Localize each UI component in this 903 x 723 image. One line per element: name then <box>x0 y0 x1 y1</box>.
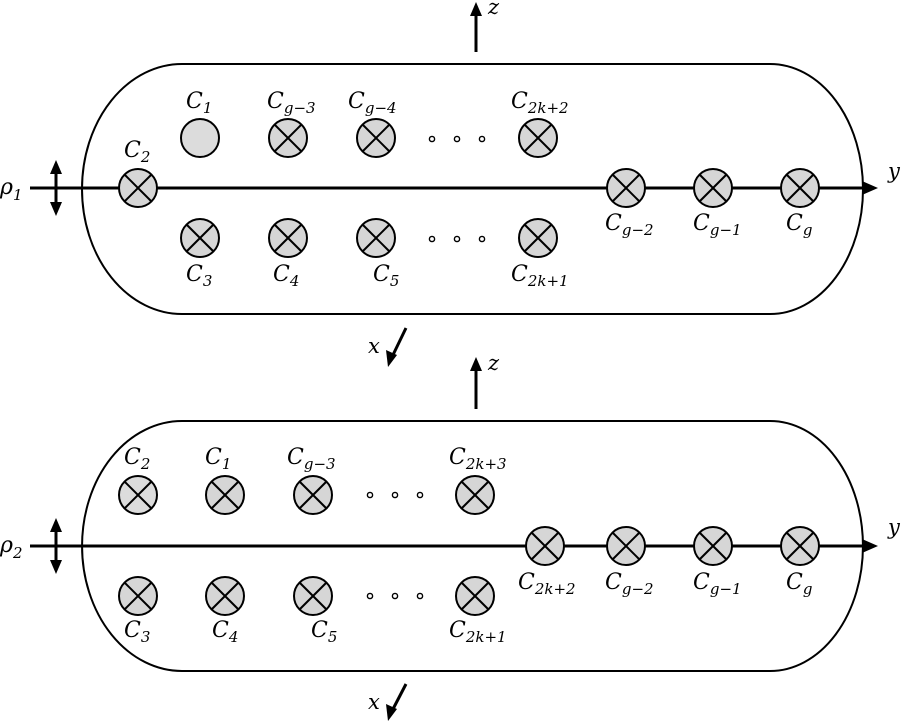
crossing-label: C2k+1 <box>449 618 507 646</box>
panel-2-ellipsis-top <box>366 491 424 499</box>
crossing-marker <box>180 218 220 258</box>
crossing-marker <box>693 526 733 566</box>
crossing-marker <box>356 218 396 258</box>
panel-1-ellipsis-bottom <box>428 235 486 243</box>
crossing-label: C4 <box>273 262 299 290</box>
crossing-label: C3 <box>186 262 212 290</box>
crossing-marker <box>180 118 220 158</box>
crossing-marker <box>268 218 308 258</box>
crossing-marker <box>293 475 333 515</box>
crossing-marker <box>693 168 733 208</box>
panel-2-z-axis: z <box>470 351 500 409</box>
crossing-label: Cg−4 <box>348 89 397 117</box>
panel-1-rho-arrow <box>50 160 62 216</box>
crossing-marker <box>518 118 558 158</box>
panel-1-x-label: x <box>368 334 380 358</box>
crossing-label: C1 <box>205 445 231 473</box>
crossing-marker <box>455 475 495 515</box>
panel-1-x-axis: x <box>368 327 408 367</box>
crossing-marker <box>525 526 565 566</box>
crossing-label: C2k+1 <box>511 262 569 290</box>
panel-2: y z x ρ2 <box>0 351 901 721</box>
crossing-label: Cg <box>786 211 812 239</box>
panel-1-z-axis: z <box>470 0 500 52</box>
panel-2-x-label: x <box>368 690 380 714</box>
crossing-marker <box>118 168 158 208</box>
panel-1-z-label: z <box>487 0 500 19</box>
crossing-marker <box>606 526 646 566</box>
panel-1: y z x ρ1 <box>0 0 901 367</box>
panel-1-outline <box>81 63 864 315</box>
crossing-marker <box>205 475 245 515</box>
crossing-marker <box>205 576 245 616</box>
crossing-marker <box>293 576 333 616</box>
crossing-marker <box>268 118 308 158</box>
crossing-label: C2k+2 <box>511 89 569 117</box>
panel-1-rho-label: ρ1 <box>0 175 22 204</box>
crossing-marker <box>780 526 820 566</box>
crossing-label: C2 <box>124 445 150 473</box>
crossing-label: Cg−2 <box>605 570 654 598</box>
crossing-label: C2k+2 <box>518 570 576 598</box>
crossing-marker <box>118 475 158 515</box>
panel-2-rho-arrow <box>50 518 62 574</box>
panel-2-x-axis: x <box>368 683 408 721</box>
panel-2-ellipsis-bottom <box>366 592 424 600</box>
crossing-label: Cg <box>786 570 812 598</box>
panel-2-z-label: z <box>487 351 500 375</box>
crossing-label: Cg−1 <box>693 570 742 598</box>
crossing-label: Cg−3 <box>267 89 316 117</box>
crossing-label: C1 <box>186 89 212 117</box>
panel-1-ellipsis-top <box>428 135 486 143</box>
crossing-label: C5 <box>311 618 337 646</box>
crossing-marker <box>118 576 158 616</box>
panel-1-y-label: y <box>887 159 901 183</box>
crossing-label: C3 <box>124 618 150 646</box>
crossing-label: C5 <box>373 262 399 290</box>
crossing-marker <box>356 118 396 158</box>
panel-2-y-label: y <box>887 515 901 539</box>
panel-2-outline <box>81 420 864 672</box>
crossing-label: C4 <box>212 618 238 646</box>
crossing-marker <box>780 168 820 208</box>
crossing-label: Cg−2 <box>605 211 654 239</box>
crossing-marker <box>518 218 558 258</box>
crossing-marker <box>606 168 646 208</box>
crossing-label: Cg−1 <box>693 211 742 239</box>
crossing-label: Cg−3 <box>287 445 336 473</box>
panel-2-y-axis: y <box>30 515 901 553</box>
panel-2-rho-label: ρ2 <box>0 533 22 562</box>
crossing-label: C2 <box>124 138 150 166</box>
panel-1-y-axis: y <box>30 159 901 195</box>
crossing-label: C2k+3 <box>449 445 507 473</box>
crossing-marker <box>455 576 495 616</box>
